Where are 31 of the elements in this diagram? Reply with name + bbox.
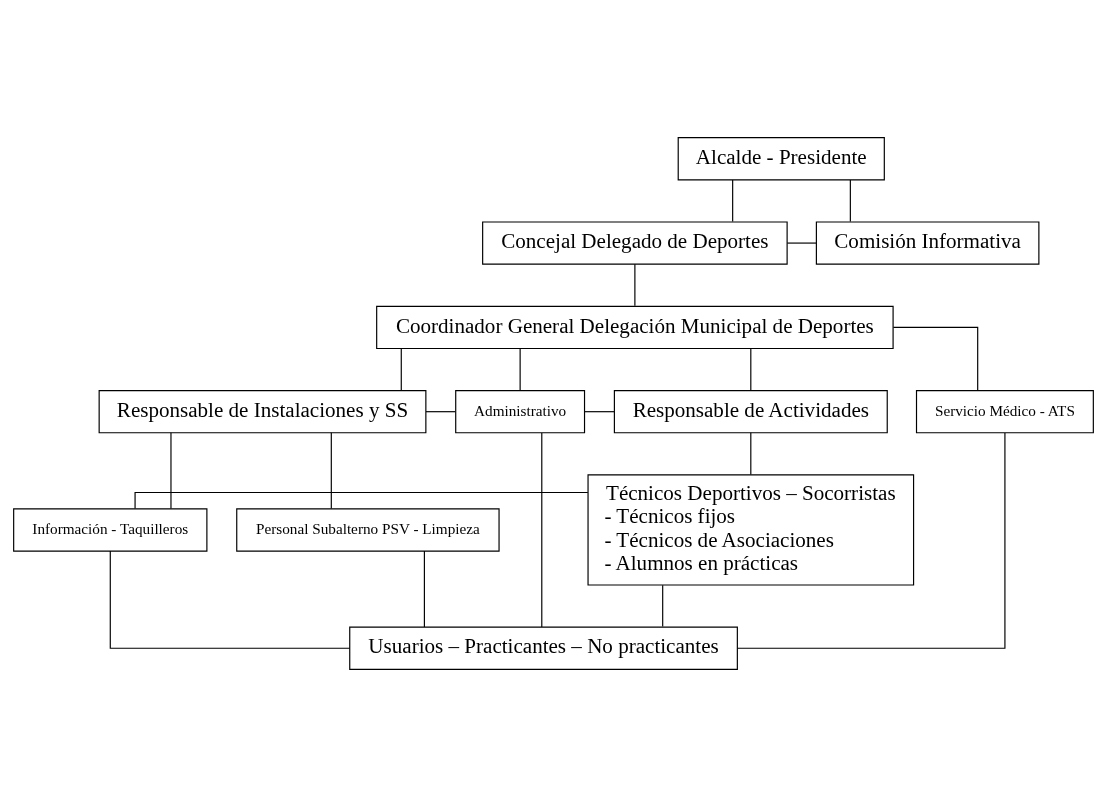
- node-box: Técnicos Deportivos – Socorristas - Técnicos fijos - Técnicos de Asociaciones - Alumnos en prácticas: [587, 474, 915, 586]
- connector: [425, 411, 456, 413]
- connector: [541, 432, 543, 628]
- connector: [732, 179, 734, 223]
- connector: [170, 432, 172, 510]
- node-box: Coordinador General Delegación Municipal de Deportes: [376, 305, 894, 350]
- connector: [134, 491, 589, 510]
- node-box: Responsable de Actividades: [613, 390, 888, 434]
- connector: [736, 432, 1006, 649]
- connector: [423, 550, 425, 628]
- node-box: Responsable de Instalaciones y SS: [98, 390, 427, 434]
- connector: [584, 411, 615, 413]
- connector: [750, 432, 752, 476]
- connector: [849, 179, 851, 223]
- connector: [400, 348, 402, 391]
- node-box: Concejal Delegado de Deportes: [482, 221, 788, 265]
- connector: [519, 348, 521, 391]
- node-box: Servicio Médico - ATS: [915, 390, 1094, 434]
- connector: [634, 263, 636, 307]
- node-box: Usuarios – Practicantes – No practicantes: [349, 626, 738, 670]
- node-box: Alcalde - Presidente: [677, 137, 885, 181]
- connector: [786, 242, 817, 244]
- connector: [109, 550, 351, 649]
- connector: [330, 432, 332, 510]
- connector: [662, 584, 664, 628]
- connector: [892, 326, 979, 391]
- node-box: Personal Subalterno PSV - Limpieza: [236, 508, 500, 552]
- node-box: Administrativo: [455, 390, 586, 434]
- node-box: Comisión Informativa: [815, 221, 1040, 265]
- node-box: Información - Taquilleros: [13, 508, 208, 552]
- connector: [750, 348, 752, 391]
